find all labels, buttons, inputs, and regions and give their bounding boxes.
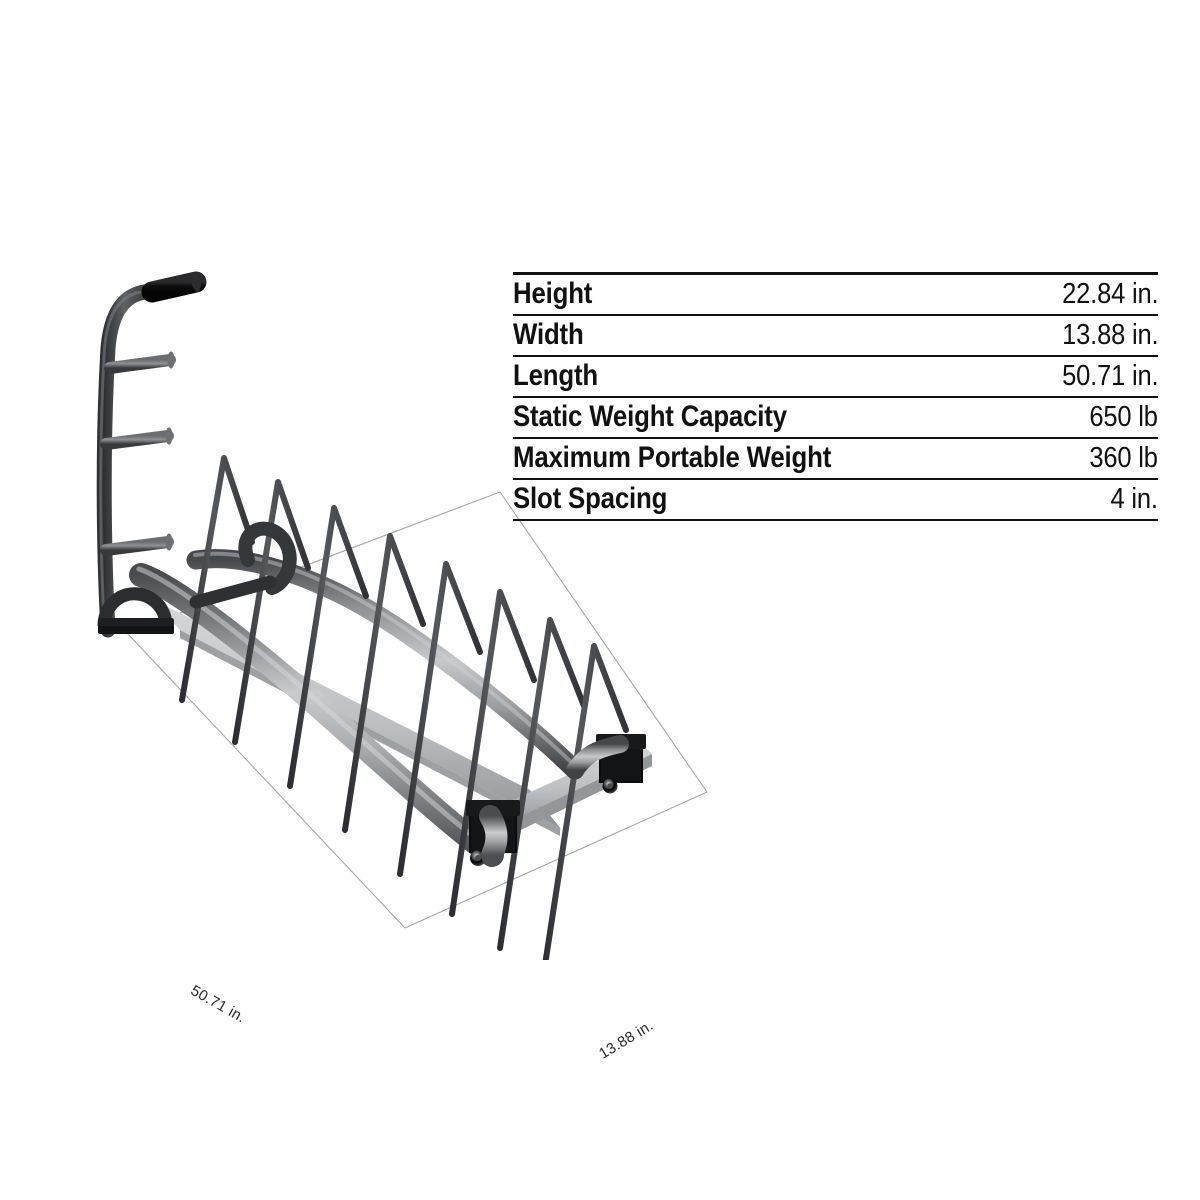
peg-group [100,351,176,556]
table-top-rule [513,272,1158,275]
specifications-table: Height 22.84 in. Width 13.88 in. Length … [513,272,1158,521]
slot-divider [342,533,426,833]
spec-value: 13.88 in. [1061,319,1159,351]
main-rail-front [129,563,504,867]
product-render-svg [96,271,708,960]
product-illustration: 50.71 in. 13.88 in. [0,230,760,1063]
dimension-line-near-edge [499,491,708,793]
spec-value: 50.71 in. [1061,360,1159,392]
table-row: Slot Spacing 4 in. [513,480,1158,521]
table-row: Height 22.84 in. [513,275,1158,316]
table-row: Static Weight Capacity 650 lb [513,398,1158,439]
spec-value: 22.84 in. [1061,278,1159,310]
table-row: Maximum Portable Weight 360 lb [513,439,1158,480]
spec-value: 360 lb [1089,442,1159,474]
spec-value: 4 in. [1110,483,1159,515]
accessory-hook [189,521,297,609]
dimension-label-width: 13.88 in. [596,1016,657,1063]
dimension-line-length [126,632,406,929]
spec-label: Length [513,359,598,392]
dimension-label-length: 50.71 in. [187,982,249,1027]
slot-divider [397,561,483,877]
handle-grip [141,271,207,303]
spec-label: Width [513,318,584,351]
slot-divider [542,643,629,960]
spec-label: Height [513,277,593,310]
peg-lower [100,533,174,556]
table-row: Length 50.71 in. [513,357,1158,398]
spec-label: Maximum Portable Weight [513,441,832,474]
slot-divider [287,505,369,789]
table-row: Width 13.88 in. [513,316,1158,357]
spec-label: Static Weight Capacity [513,400,787,433]
slot-divider [232,479,311,745]
spec-label: Slot Spacing [513,482,668,515]
right-end-upright [479,735,629,866]
left-foot [97,587,174,634]
handle-post [96,283,170,638]
spec-value: 650 lb [1089,401,1159,433]
peg-middle [100,427,174,450]
slot-divider [179,455,255,703]
peg-upper [104,351,176,374]
